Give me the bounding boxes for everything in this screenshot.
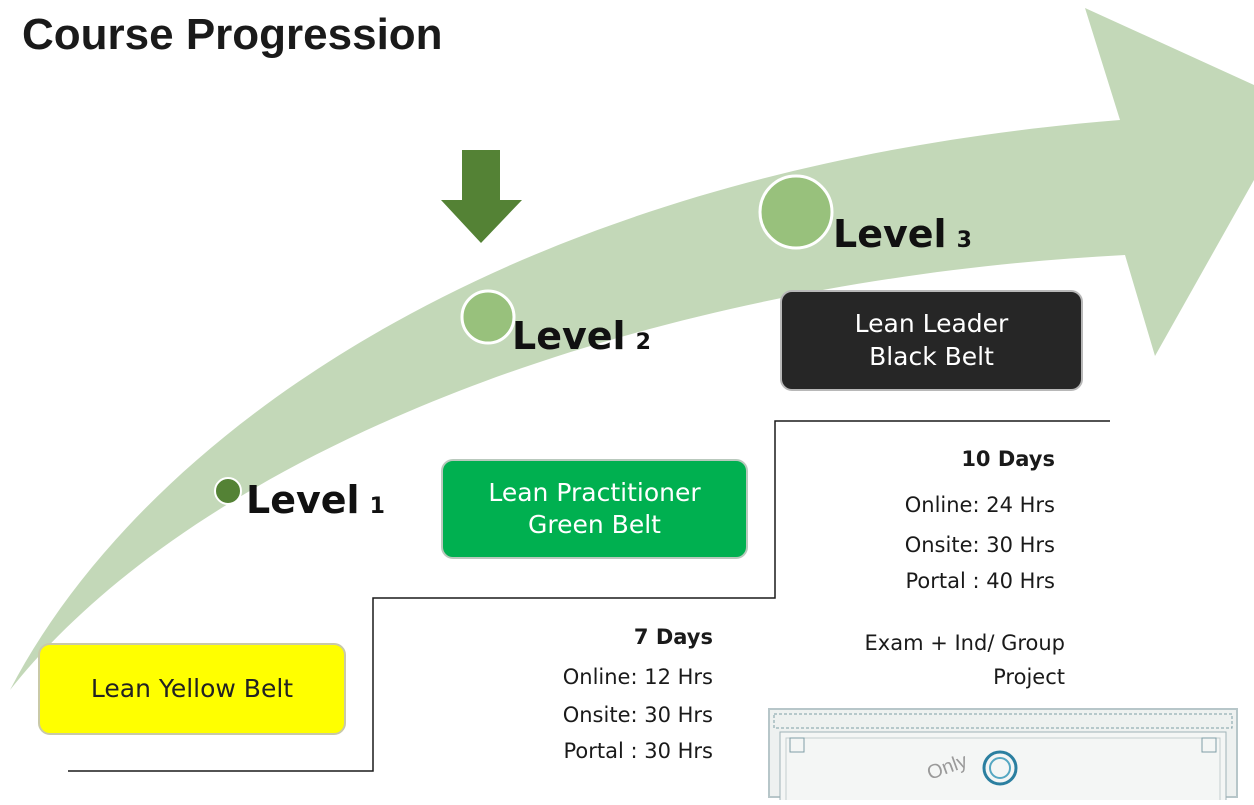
diagram-background <box>10 8 1254 772</box>
level-1-number: 1 <box>369 494 385 519</box>
level-1-word: Level <box>246 478 360 522</box>
page-title: Course Progression <box>22 10 443 59</box>
green-days: 7 Days <box>633 625 713 649</box>
yellow-belt-box: Lean Yellow Belt <box>38 643 346 735</box>
black-belt-info: 10 Days Online: 24 Hrs Onsite: 30 Hrs Po… <box>905 441 1055 599</box>
level-3-word: Level <box>833 212 947 256</box>
green-belt-label-line1: Lean Practitioner <box>488 477 701 507</box>
green-belt-label-line2: Green Belt <box>528 510 661 539</box>
arrow-down-icon <box>441 150 522 243</box>
black-online: Online: 24 Hrs <box>904 493 1055 517</box>
stair-line-lower <box>68 597 590 772</box>
black-exam-line1: Exam + Ind/ Group <box>864 631 1065 655</box>
certificate-image: Only <box>768 708 1238 805</box>
stair-line-upper <box>590 420 1110 599</box>
level-1-label: Level 1 <box>246 478 385 522</box>
level-3-number: 3 <box>956 228 972 253</box>
level-3-dot <box>758 174 834 250</box>
black-belt-label-line1: Lean Leader <box>854 309 1009 338</box>
level-2-number: 2 <box>635 330 651 355</box>
black-onsite: Onsite: 30 Hrs <box>904 533 1055 557</box>
black-exam-info: Exam + Ind/ Group Project <box>865 626 1065 694</box>
black-days: 10 Days <box>961 447 1055 471</box>
green-online: Online: 12 Hrs <box>562 665 713 689</box>
certificate-border: Only <box>773 713 1233 805</box>
level-1-dot <box>214 477 242 505</box>
green-belt-info: 7 Days Online: 12 Hrs Onsite: 30 Hrs Por… <box>563 617 713 769</box>
black-exam-line2: Project <box>993 665 1065 689</box>
yellow-belt-label: Lean Yellow Belt <box>90 673 294 703</box>
green-belt-box: Lean Practitioner Green Belt <box>441 459 748 559</box>
progression-arrow <box>10 8 1254 690</box>
black-belt-box: Lean Leader Black Belt <box>780 290 1083 391</box>
black-belt-label-line2: Black Belt <box>869 341 994 371</box>
level-2-label: Level 2 <box>512 314 651 358</box>
level-2-word: Level <box>512 314 626 358</box>
level-3-label: Level 3 <box>833 212 972 256</box>
green-portal: Portal : 30 Hrs <box>563 739 713 763</box>
black-portal: Portal : 40 Hrs <box>905 569 1055 593</box>
level-2-dot <box>460 289 516 345</box>
green-onsite: Onsite: 30 Hrs <box>562 703 713 727</box>
